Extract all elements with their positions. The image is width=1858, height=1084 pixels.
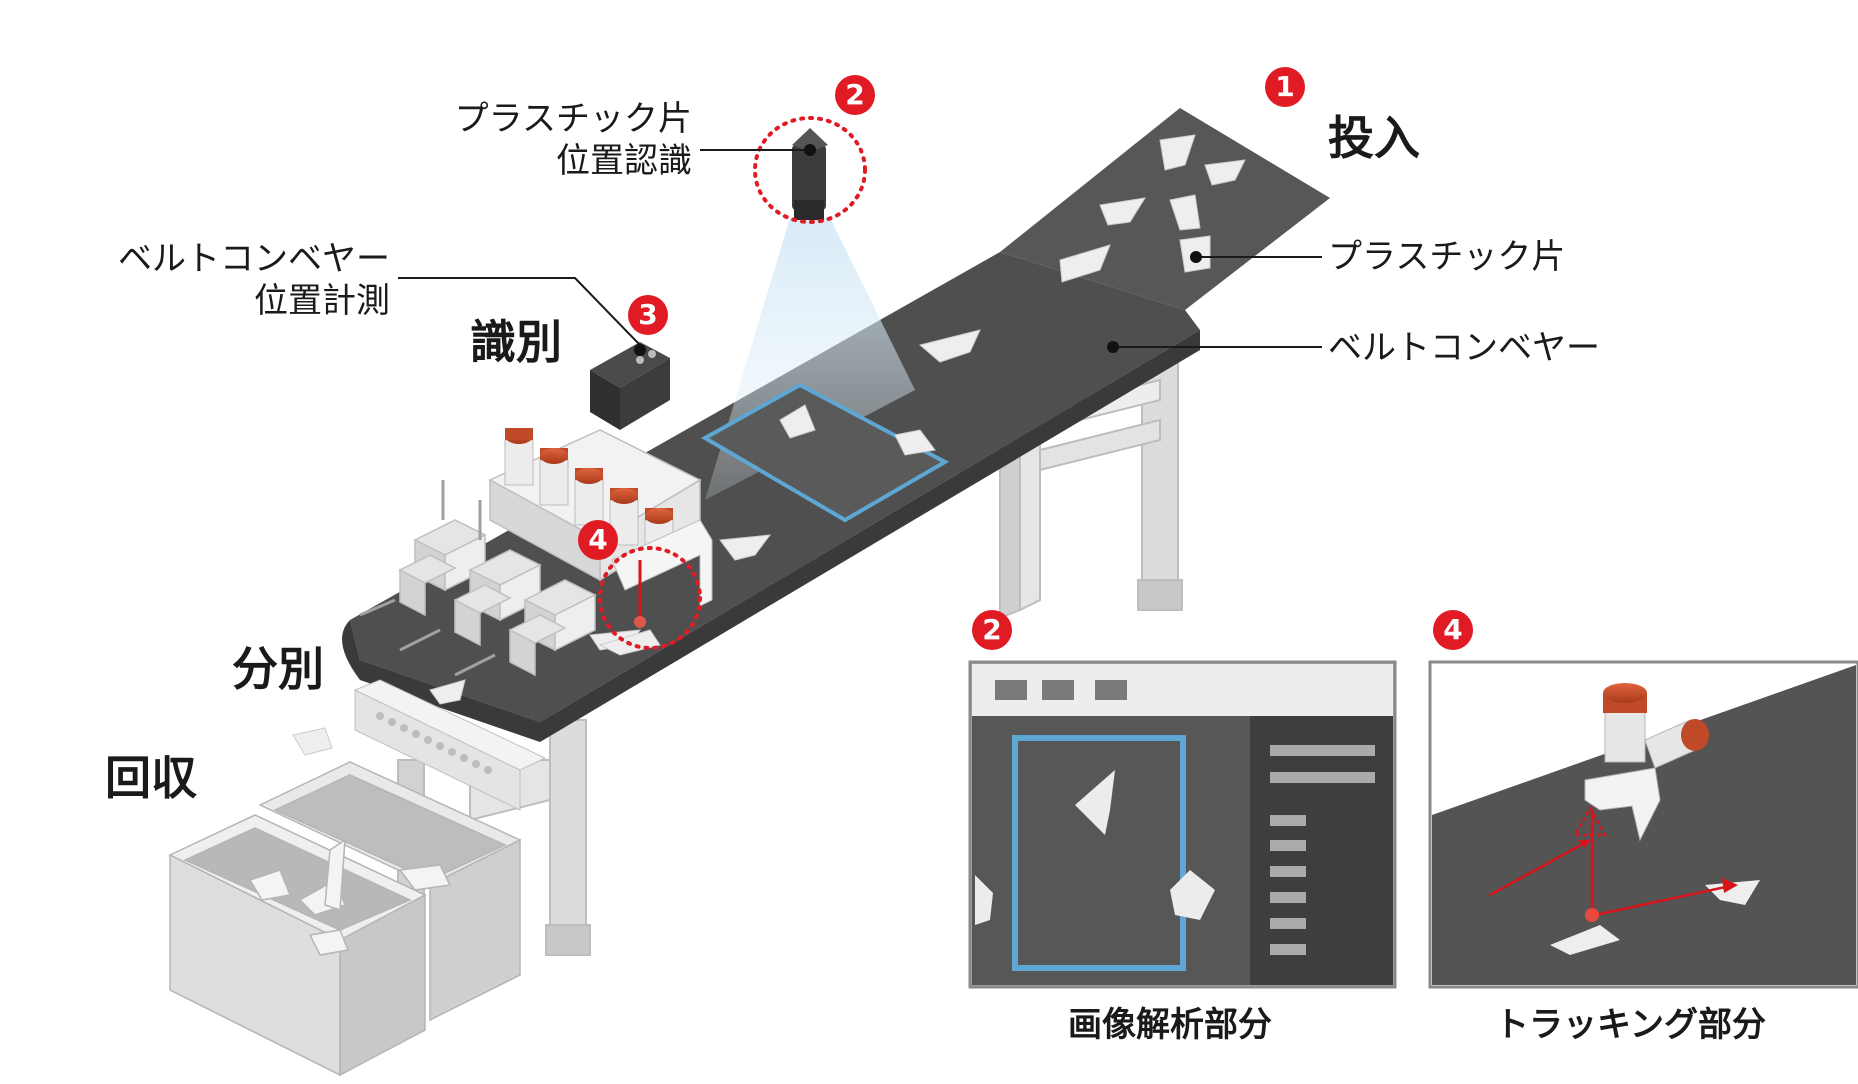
inset-image-analysis-panel <box>968 660 1397 989</box>
step-badge-recognition: 2 <box>835 75 875 115</box>
camera-device <box>792 128 828 220</box>
identification-sub-label: ベルトコンベヤー 位置計測 <box>72 238 390 322</box>
step-badge-identification: 3 <box>628 295 668 335</box>
camera-highlight-circle <box>753 116 867 224</box>
identification-sub-label-line2: 位置計測 <box>254 281 390 321</box>
step-label-collection: 回収 <box>105 751 197 805</box>
recognition-label-line1: プラスチック片 <box>454 99 692 139</box>
sorting-robots <box>359 428 713 677</box>
identification-sub-label-line1: ベルトコンベヤー <box>118 239 390 279</box>
callout-plastic-piece: プラスチック片 <box>1328 237 1566 277</box>
sorting-highlight-circle <box>598 546 702 650</box>
step-label-sorting: 分別 <box>232 642 324 696</box>
step-label-identification: 識別 <box>470 315 562 369</box>
step-badge-input: 1 <box>1265 67 1305 107</box>
inset-badge-tracking: 4 <box>1433 610 1473 650</box>
air-ejector <box>353 679 547 811</box>
recognition-label-line2: 位置認識 <box>556 141 692 181</box>
plastic-pieces <box>292 134 1246 756</box>
step-badge-sorting: 4 <box>578 520 618 560</box>
recognition-label: プラスチック片 位置認識 <box>420 98 692 182</box>
position-sensor <box>590 342 670 430</box>
inset-badge-image-analysis: 2 <box>972 610 1012 650</box>
inset-caption-image-analysis: 画像解析部分 <box>1068 1005 1272 1045</box>
callout-belt-conveyor: ベルトコンベヤー <box>1328 328 1600 368</box>
step-label-input: 投入 <box>1328 111 1420 165</box>
leader-lines <box>398 144 1322 356</box>
inset-caption-tracking: トラッキング部分 <box>1495 1005 1766 1045</box>
inset-tracking-panel <box>1428 660 1858 989</box>
recognition-frame <box>700 382 950 523</box>
collection-bins <box>168 761 522 1077</box>
